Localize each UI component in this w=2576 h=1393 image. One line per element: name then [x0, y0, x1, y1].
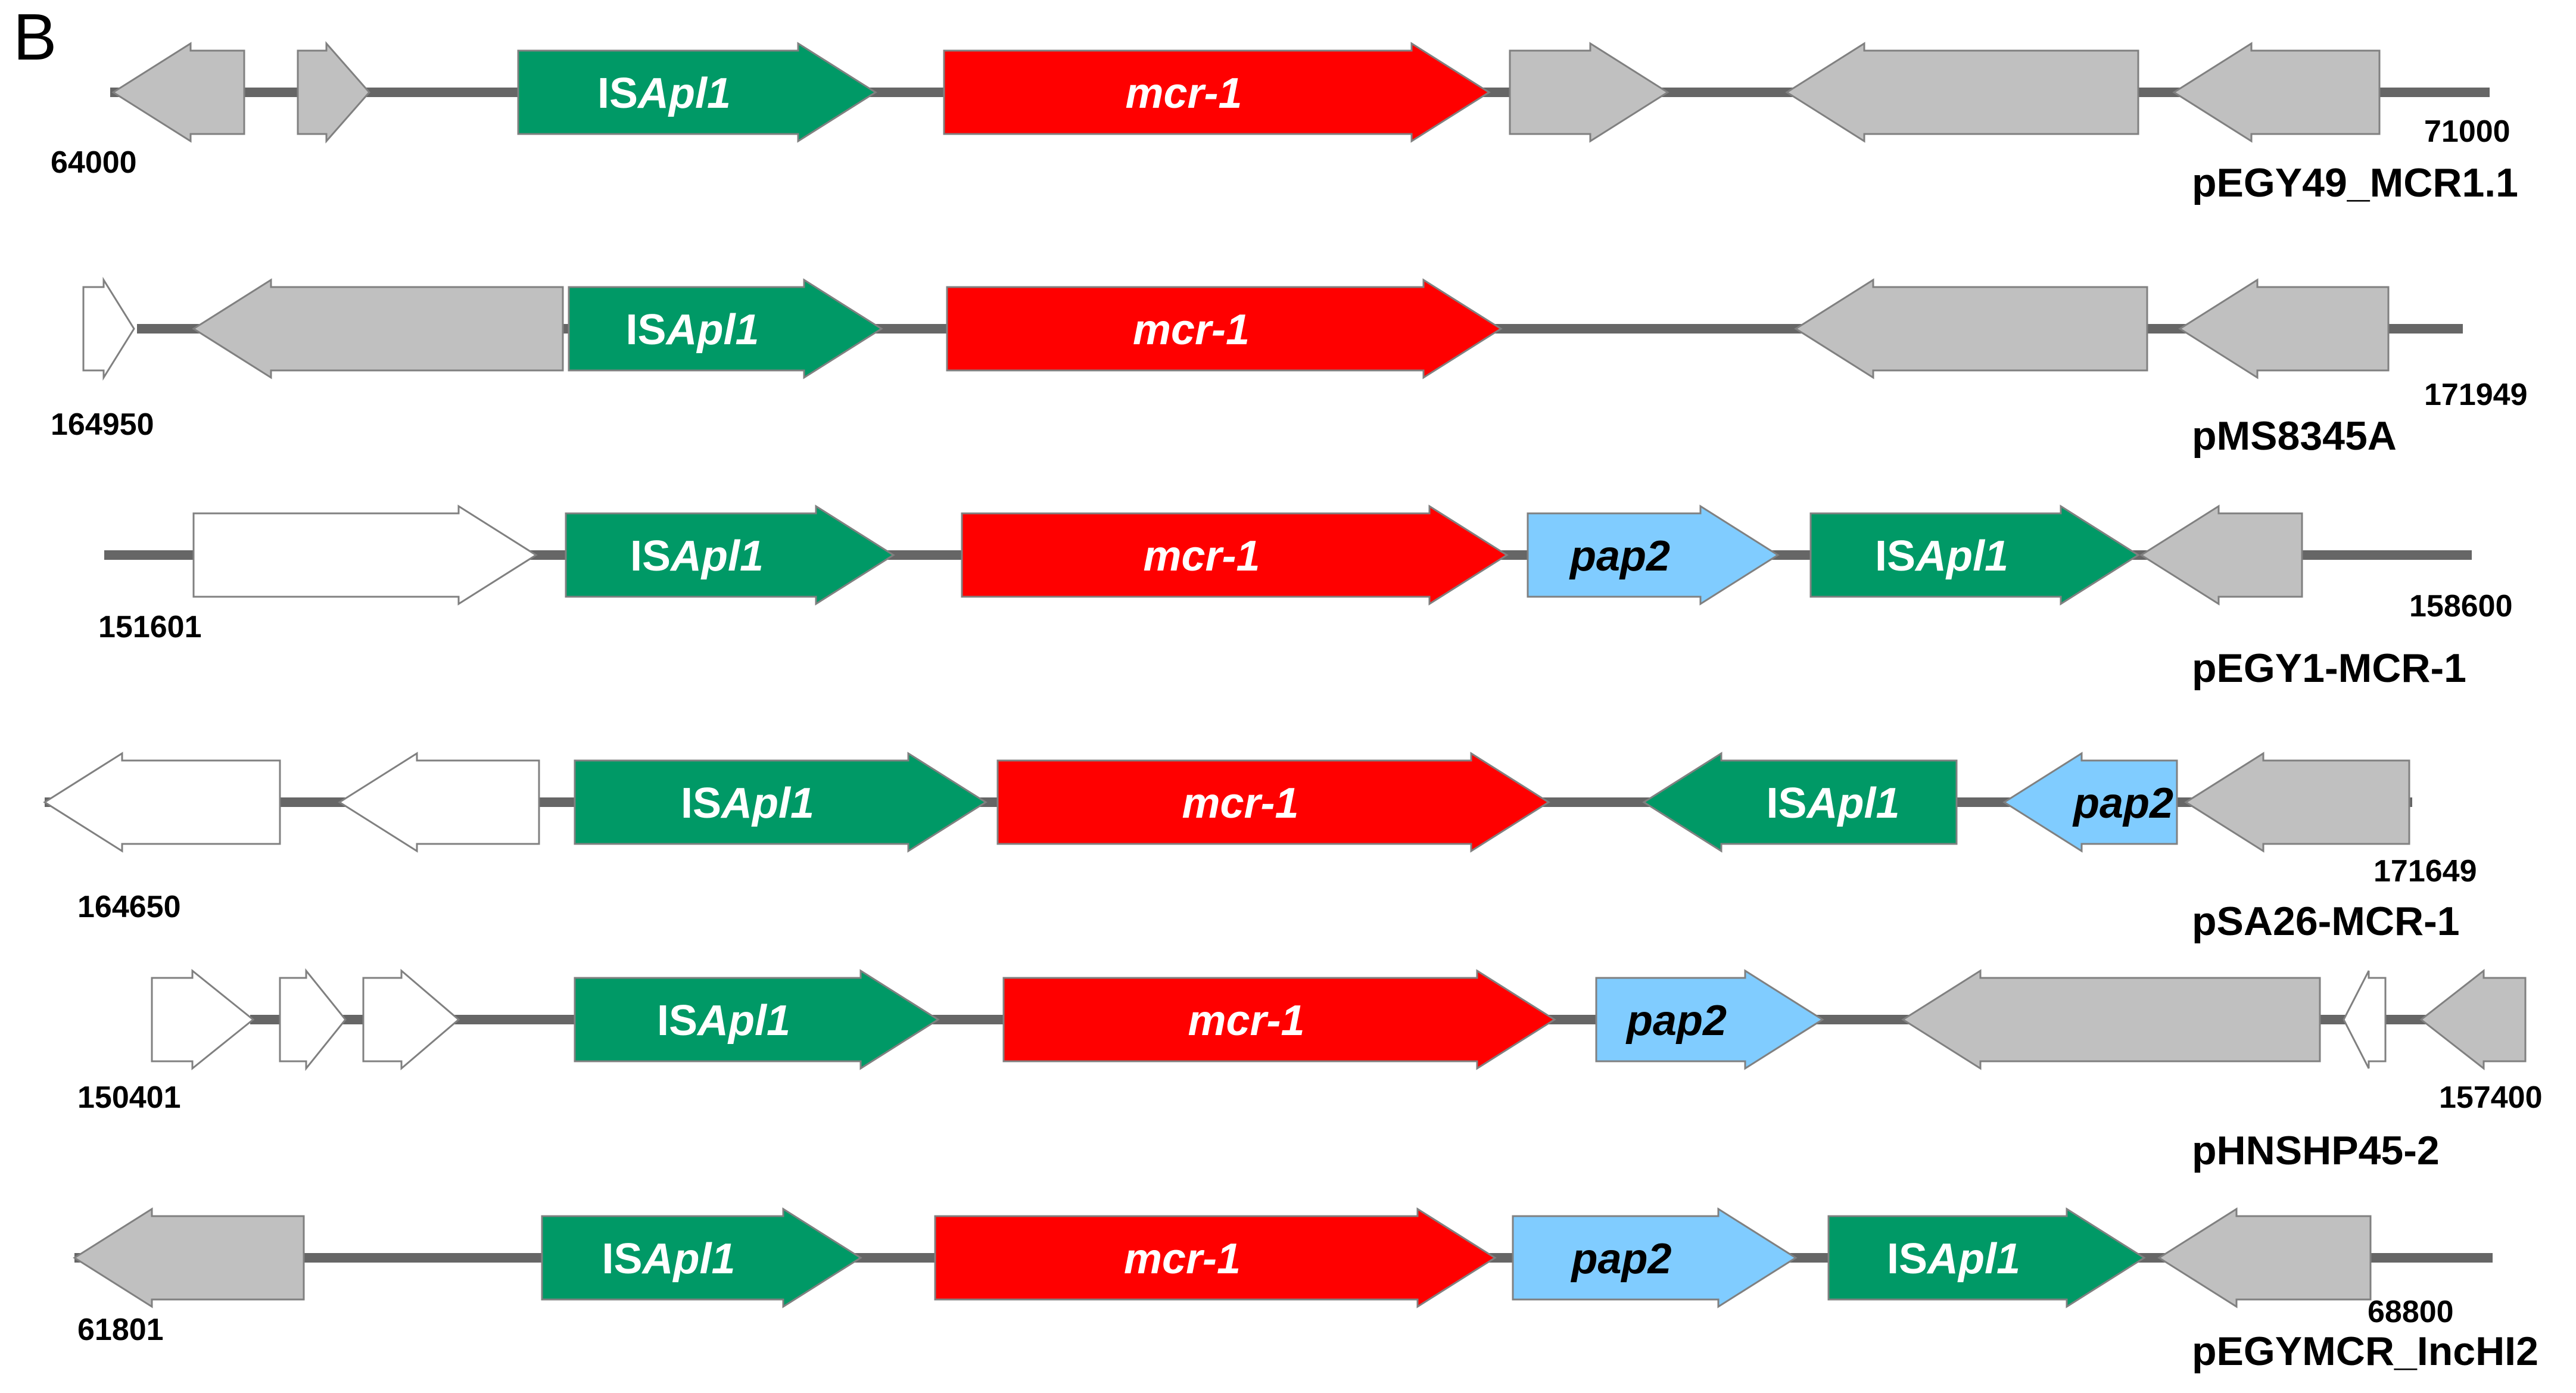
plasmid-name: pEGYMCR_IncHI2: [2192, 1329, 2538, 1374]
plasmid-name: pEGY49_MCR1.1: [2192, 160, 2518, 205]
gene-arrow-pap2: [1512, 1207, 1798, 1308]
plasmid-name: pSA26-MCR-1: [2192, 899, 2460, 944]
gene-label-isapl1: ISApl1: [1875, 532, 2008, 580]
gene-arrow-pap2: [1595, 969, 1824, 1070]
gene-arrow-white: [362, 968, 460, 1071]
track: ISApl1 mcr-1 ISApl1 pap2 164650 171649 pSA26-M…: [43, 752, 2477, 944]
gene-arrow-white: [151, 968, 255, 1071]
start-coordinate: 151601: [98, 610, 202, 644]
track: ISApl1 mcr-1 pap2 150401 157400 pHNSHP45-2: [77, 968, 2543, 1173]
start-coordinate: 64000: [51, 145, 137, 180]
gene-arrow-isapl1: [1809, 504, 2140, 606]
gene-arrow-isapl1: [574, 752, 988, 853]
end-coordinate: 71000: [2424, 114, 2510, 149]
gene-label-mcr1: mcr-1: [1133, 306, 1250, 354]
gene-label-pap2: pap2: [2072, 780, 2173, 827]
end-coordinate: 158600: [2409, 589, 2513, 624]
gene-arrow-grey: [1509, 42, 1669, 143]
gene-arrow-isapl1: [517, 42, 877, 143]
end-coordinate: 171949: [2424, 378, 2528, 412]
track: ISApl1 mcr-1 pap2 ISApl1 61801 68800pEGYMCR_I…: [73, 1207, 2538, 1374]
gene-arrow-isapl1: [541, 1207, 862, 1308]
gene-arrow-white: [2343, 970, 2387, 1069]
gene-arrow-grey: [111, 42, 245, 143]
gene-arrow-mcr1: [943, 42, 1491, 143]
gene-arrow-grey: [192, 278, 564, 379]
gene-arrow-isapl1: [565, 504, 895, 606]
gene-arrow-mcr1: [934, 1207, 1497, 1308]
start-coordinate: 164650: [77, 890, 181, 924]
gene-arrow-grey: [2139, 504, 2303, 606]
track: ISApl1 mcr-1 164950 171949 pMS8345A: [51, 276, 2528, 459]
gene-arrow-isapl1: [568, 278, 883, 379]
gene-arrow-mcr1: [1002, 969, 1556, 1070]
gene-arrow-grey: [2172, 42, 2381, 143]
gene-label-isapl1: ISApl1: [597, 70, 731, 117]
gene-arrow-mcr1: [961, 504, 1509, 606]
plasmid-name: pEGY1-MCR-1: [2192, 646, 2466, 691]
gene-arrow-white: [338, 752, 540, 853]
gene-arrow-grey: [1794, 278, 2148, 379]
gene-arrow-isapl1: [1642, 752, 1958, 853]
gene-label-pap2: pap2: [1625, 997, 1727, 1045]
gene-label-isapl1: ISApl1: [1766, 780, 1899, 827]
gene-arrow-isapl1: [574, 969, 940, 1070]
gene-label-isapl1: ISApl1: [630, 532, 764, 580]
plasmid-name: pHNSHP45-2: [2192, 1128, 2440, 1173]
gene-arrow-grey: [2157, 1207, 2372, 1308]
gene-arrow-white: [279, 968, 347, 1071]
gene-label-isapl1: ISApl1: [681, 780, 814, 827]
plasmid-name: pMS8345A: [2192, 413, 2397, 459]
end-coordinate: 68800: [2368, 1295, 2454, 1329]
gene-arrow-grey: [2419, 968, 2527, 1071]
gene-label-isapl1: ISApl1: [602, 1235, 735, 1283]
gene-label-mcr1: mcr-1: [1124, 1235, 1241, 1283]
end-coordinate: 157400: [2439, 1080, 2543, 1115]
gene-arrow-mcr1: [946, 278, 1503, 379]
gene-arrow-grey: [73, 1207, 305, 1308]
gene-label-isapl1: ISApl1: [1887, 1235, 2020, 1283]
gene-arrow-pap2: [1527, 504, 1780, 606]
gene-label-isapl1: ISApl1: [657, 997, 790, 1045]
gene-arrow-grey: [2178, 278, 2390, 379]
gene-arrow-isapl1: [1827, 1207, 2146, 1308]
track: ISApl1 mcr-1 64000 71000 pEGY49_MCR1.1: [51, 41, 2518, 205]
gene-label-pap2: pap2: [1570, 1235, 1671, 1283]
gene-arrow-grey: [1901, 969, 2321, 1070]
gene-label-mcr1: mcr-1: [1182, 780, 1298, 827]
start-coordinate: 150401: [77, 1080, 181, 1115]
gene-arrow-grey: [2184, 752, 2410, 853]
track: ISApl1 mcr-1 pap2 ISApl1 151601 158600 pEGY1-M…: [98, 504, 2513, 691]
gene-label-mcr1: mcr-1: [1188, 997, 1304, 1045]
panel-label: B: [13, 1, 57, 74]
gene-label-mcr1: mcr-1: [1125, 70, 1242, 117]
gene-arrow-pap2: [2002, 752, 2178, 853]
end-coordinate: 171649: [2373, 854, 2477, 889]
gene-arrow-white: [82, 276, 135, 381]
start-coordinate: 164950: [51, 407, 154, 442]
gene-arrow-white: [192, 504, 538, 606]
gene-label-mcr1: mcr-1: [1143, 532, 1260, 580]
gene-label-pap2: pap2: [1569, 532, 1670, 580]
gene-arrow-white: [43, 752, 281, 853]
gene-arrow-mcr1: [996, 752, 1550, 853]
gene-arrow-grey: [297, 41, 370, 144]
start-coordinate: 61801: [77, 1313, 164, 1347]
gene-label-isapl1: ISApl1: [625, 306, 759, 354]
gene-arrow-grey: [1785, 42, 2139, 143]
